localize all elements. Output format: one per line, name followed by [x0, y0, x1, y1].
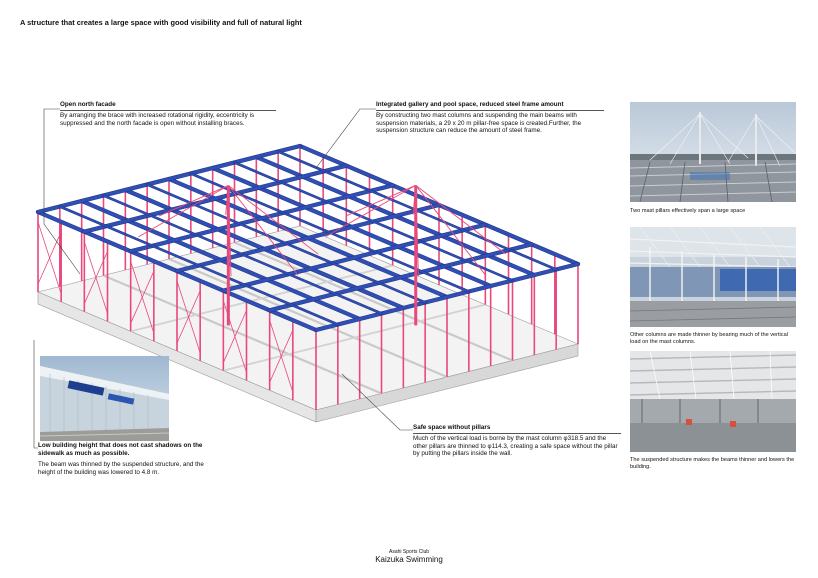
beam-outline: [79, 198, 362, 322]
photo-caption: Two mast pillars effectively span a larg…: [630, 208, 746, 214]
footer-project-name: Kaizuka Swimming: [375, 555, 443, 564]
brace: [176, 290, 201, 344]
beam: [167, 177, 449, 299]
brace: [130, 261, 155, 334]
photo-thin-columns: [630, 227, 796, 327]
beam: [36, 144, 302, 214]
photo-street-facade: [40, 356, 169, 441]
brace: [37, 221, 62, 294]
foundation-face-right: [315, 343, 579, 423]
beam-outline: [313, 261, 581, 333]
beam-outline: [145, 183, 427, 304]
beam: [254, 155, 537, 277]
beam-outline: [82, 163, 349, 234]
suspension-cable: [227, 185, 299, 276]
brace: [130, 271, 155, 324]
brace: [222, 310, 247, 363]
inner-wall-strip: [168, 257, 448, 379]
callout-title: Low building height that does not cast s…: [38, 442, 203, 458]
callout-title: Integrated gallery and pool space, reduc…: [376, 101, 604, 111]
suspension-cable: [415, 184, 507, 255]
beam: [210, 166, 493, 288]
beam-outline: [276, 150, 558, 271]
beam: [82, 163, 349, 234]
suspension-cable: [415, 185, 486, 276]
beam: [123, 188, 406, 310]
suspension-cable: [346, 184, 416, 217]
suspension-cable: [325, 184, 416, 238]
inner-wall-strip: [223, 303, 486, 372]
beam-outline: [128, 183, 395, 254]
suspension-cable: [228, 185, 319, 255]
beam-outline: [189, 172, 471, 293]
beam-outline: [35, 209, 319, 333]
suspension-cable: [415, 185, 419, 277]
photo-mast-pillars: [630, 102, 796, 202]
beam-outline: [174, 202, 442, 274]
beam: [102, 194, 383, 315]
suspension-cable: [412, 185, 417, 215]
beam-outline: [58, 205, 340, 326]
callout-title: Open north facade: [60, 101, 276, 111]
beam-outline: [166, 176, 450, 300]
beam: [58, 205, 339, 326]
beam-outline: [233, 161, 514, 282]
brace: [176, 280, 201, 353]
callout-body: By constructing two mast columns and sus…: [376, 111, 582, 135]
brace: [269, 330, 294, 383]
callout-body: Much of the vertical load is borne by th…: [413, 434, 618, 458]
brace: [83, 251, 108, 304]
beam: [146, 183, 427, 304]
beam: [36, 210, 318, 332]
callout-title: Safe space without pillars: [413, 424, 621, 434]
page-headline: A structure that creates a large space w…: [20, 18, 302, 27]
beam: [314, 262, 580, 332]
beam: [233, 161, 514, 282]
beam: [267, 242, 534, 313]
footer: Asahi Sports Club Kaizuka Swimming: [309, 549, 509, 565]
beam: [298, 144, 580, 266]
callout-body: The beam was thinned by the suspended st…: [38, 460, 204, 476]
photo-caption: The suspended structure makes the beams …: [630, 457, 795, 470]
callout-open-north-facade: Open north facade By arranging the brace…: [60, 101, 276, 127]
suspension-cable: [138, 185, 229, 238]
beam-outline: [102, 194, 383, 315]
brace: [269, 320, 294, 393]
leader-line: [33, 340, 38, 449]
leader-line: [43, 108, 81, 275]
callout-safe-space: Safe space without pillars Much of the v…: [413, 424, 621, 458]
beam-outline: [267, 242, 534, 313]
photo-suspended-structure: [630, 351, 796, 452]
beam: [175, 203, 441, 273]
beam: [277, 150, 558, 271]
callout-low-building-height: Low building height that does not cast s…: [38, 442, 210, 476]
leader-line: [341, 373, 413, 431]
inner-wall-strip: [234, 241, 513, 362]
beam: [79, 199, 362, 321]
beam: [189, 172, 470, 293]
beam-outline: [254, 154, 537, 278]
leader-line: [315, 108, 376, 169]
beam-outline: [123, 187, 406, 311]
beam-outline: [35, 143, 303, 215]
brace: [83, 241, 108, 314]
beam-outline: [210, 165, 493, 289]
brace: [37, 231, 62, 285]
footer-client: Asahi Sports Club: [388, 549, 430, 555]
beam-outline: [221, 222, 488, 293]
suspension-cable: [225, 185, 229, 215]
suspension-cable: [227, 185, 232, 277]
beam: [221, 222, 488, 293]
beam-outline: [297, 143, 581, 267]
callout-integrated-gallery: Integrated gallery and pool space, reduc…: [376, 101, 604, 135]
photo-caption: Other columns are made thinner by bearin…: [630, 332, 788, 345]
suspension-cable: [158, 185, 229, 217]
beam: [128, 183, 395, 254]
brace: [222, 300, 247, 373]
inner-wall-strip: [130, 264, 393, 333]
callout-body: By arranging the brace with increased ro…: [60, 111, 255, 127]
